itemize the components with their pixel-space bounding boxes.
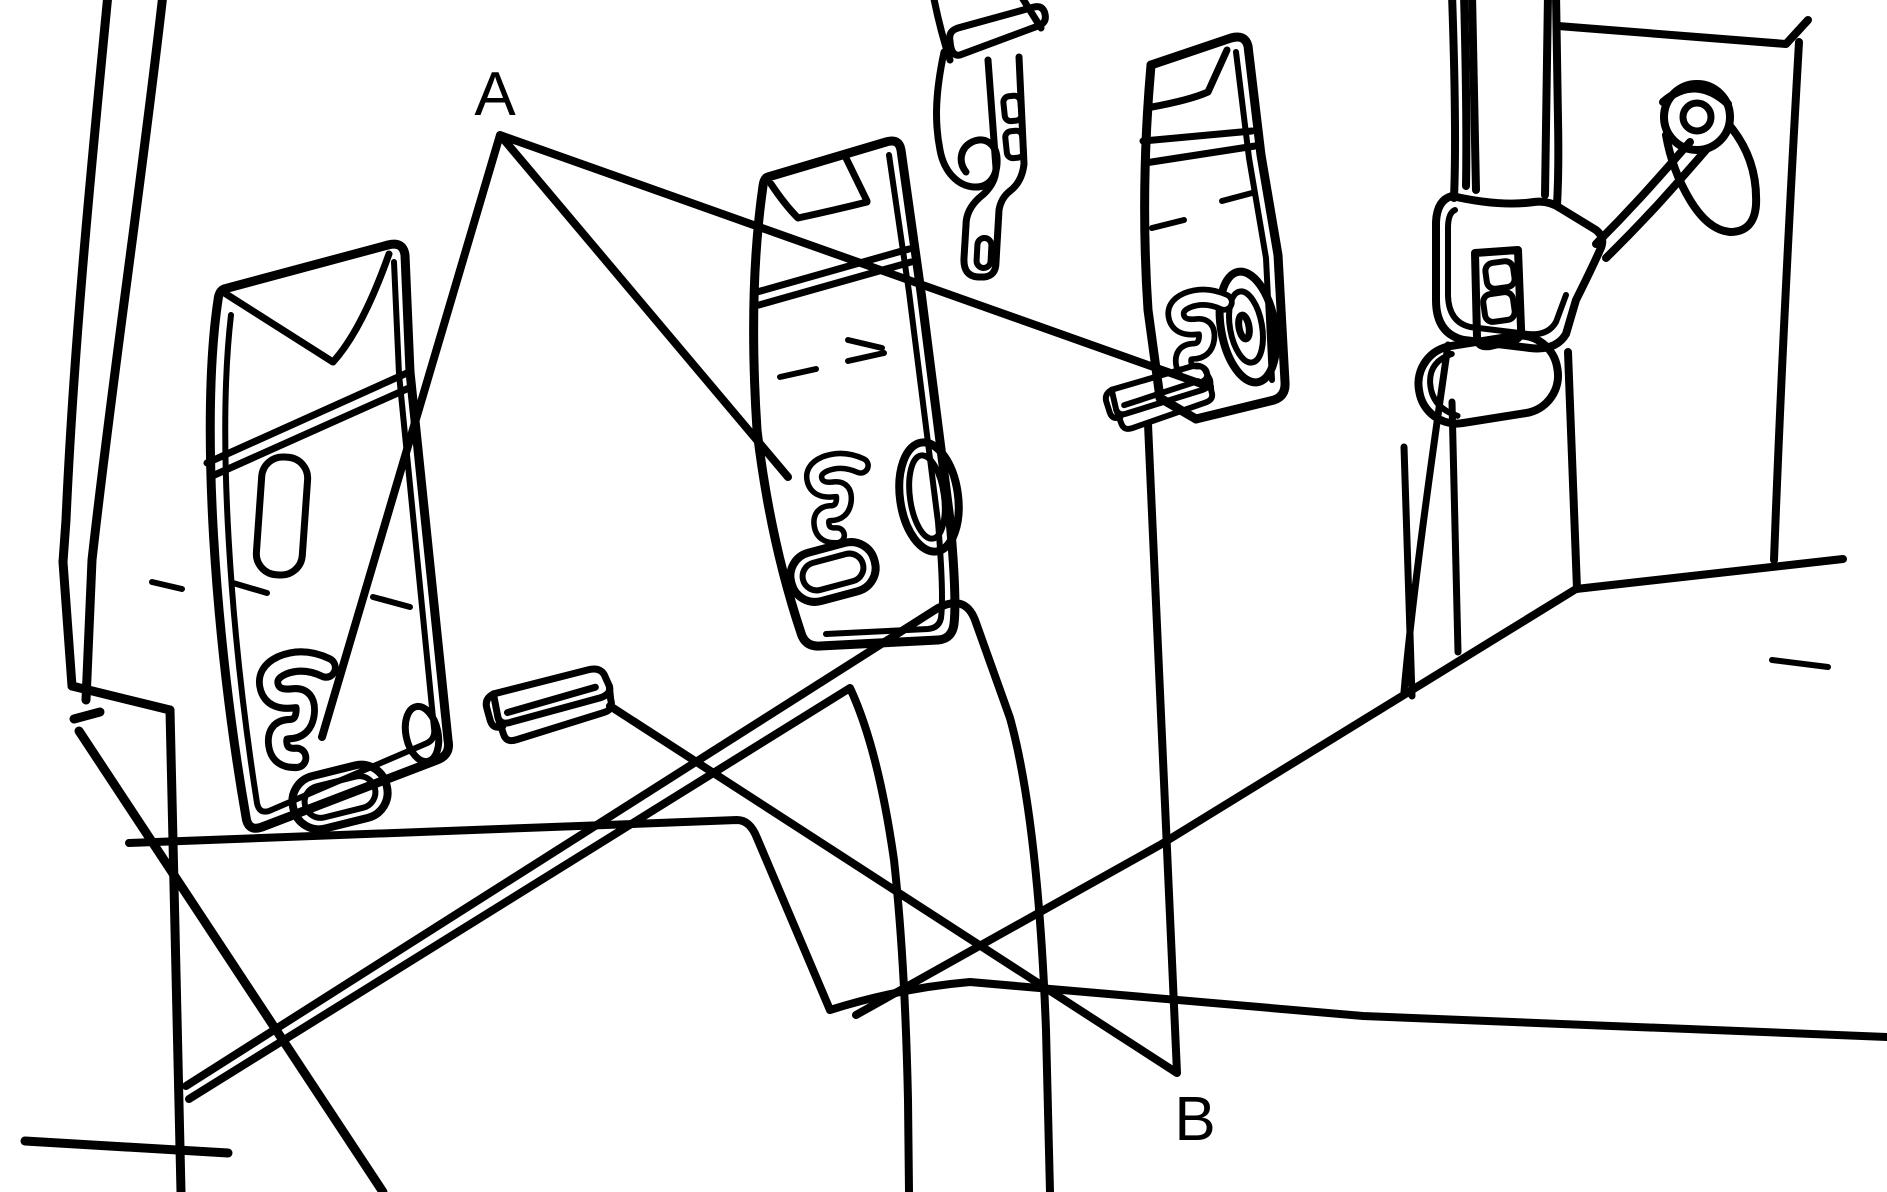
panel-bottom-slot — [288, 760, 392, 834]
right-wall-right-edge — [1770, 38, 1803, 564]
speaker-ring-center — [1235, 311, 1253, 343]
quarter-trim-panel-middle — [749, 136, 963, 651]
baseboard-right — [1572, 555, 1847, 593]
pillar-edge — [1448, 0, 1471, 202]
hanging-seat-belt-latch — [930, 0, 1049, 281]
pillar-edge — [1552, 0, 1563, 209]
floor-line-bottom — [826, 978, 1887, 1041]
belt-webbing — [1468, 0, 1552, 199]
anchor-cover — [1432, 192, 1607, 353]
panel-bottom-slot — [786, 538, 880, 606]
panel-vertical-slot — [252, 453, 312, 579]
d-ring-cover — [1662, 122, 1761, 236]
callout-label-a: A — [474, 60, 516, 129]
quarter-trim-panel-left — [203, 239, 453, 834]
speaker-ring-outer — [895, 438, 963, 556]
webbing-edge — [930, 0, 954, 64]
d-ring-outer — [1660, 80, 1734, 154]
floor-dash — [1769, 657, 1831, 670]
sill-band-lower — [185, 684, 913, 1192]
panel-top-fold-line — [1148, 46, 1231, 111]
wall-floor-contours — [125, 16, 1887, 1192]
right-wall-top-edge — [1554, 16, 1812, 48]
callout-b: B — [606, 420, 1216, 1154]
callout-label-b: B — [1174, 1085, 1215, 1154]
callout-a: A — [318, 60, 1214, 741]
speaker-ring-inner — [906, 452, 948, 542]
d-ring-bracket — [1659, 84, 1732, 108]
left-pillar-trim — [20, 0, 388, 1192]
lower-pillar-lines — [1400, 341, 1462, 700]
panel-oval-hole — [401, 702, 443, 766]
d-ring-bolt — [1679, 99, 1715, 135]
grab-handle-trim — [1414, 331, 1563, 428]
panel-dashed-marks — [230, 580, 413, 610]
right-pillar-belt-assembly — [1400, 0, 1761, 700]
tongue-slot — [973, 235, 995, 271]
callout-a-leader-lines — [318, 131, 1214, 741]
quarter-trim-panel-right — [1139, 32, 1290, 424]
panel-top-fold-line — [222, 250, 393, 366]
sill-band-upper — [182, 599, 1054, 1192]
belt-strap — [1592, 138, 1710, 262]
speaker-ring-middle — [1226, 288, 1266, 366]
panel-top-fold-line — [767, 154, 871, 222]
callout-b-leader-lines — [606, 420, 1181, 1077]
panel-dashed-marks — [777, 337, 887, 380]
floor-line-left — [125, 816, 834, 1014]
panel-crease-lines — [203, 369, 413, 481]
corner-diagonal — [852, 585, 1580, 1019]
panel-dashed-marks — [1149, 190, 1255, 231]
panel-crease-lines — [1139, 127, 1259, 167]
wall-corner-edge — [1564, 348, 1581, 593]
